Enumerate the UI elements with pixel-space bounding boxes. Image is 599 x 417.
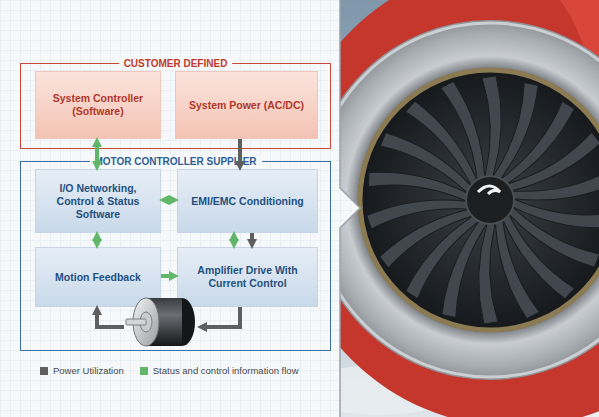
group-heading: CUSTOMER DEFINED [119, 57, 233, 70]
motor-boss [140, 312, 152, 332]
legend-swatch [40, 367, 48, 375]
motor-illustration [126, 298, 195, 346]
customer-group-frame: CUSTOMER DEFINEDSystem Controller (Softw… [20, 63, 331, 149]
process-box: System Controller (Software) [35, 71, 161, 139]
legend-text: Status and control information flow [153, 365, 299, 376]
legend: Power Utilization Status and control info… [40, 365, 315, 376]
feedback-wire [97, 312, 124, 327]
engine-inlet [358, 68, 599, 332]
supplier-group-frame: MOTOR CONTROLLER SUPPLIERI/O Networking,… [20, 161, 331, 351]
power-wire [204, 307, 240, 327]
panel-chevron [340, 0, 360, 417]
process-box: Motion Feedback [35, 247, 161, 307]
process-box: EMI/EMC Conditioning [177, 169, 318, 233]
motor-body [146, 298, 182, 346]
fan-blades [366, 76, 599, 324]
motor-back [169, 298, 195, 346]
nacelle-lip [310, 20, 599, 380]
box-label: I/O Networking, Control & Status Softwar… [43, 182, 153, 221]
control-flow-arrow [161, 274, 172, 278]
box-label: System Controller (Software) [43, 92, 153, 118]
box-label: Amplifier Drive With Current Control [185, 264, 310, 290]
motor-shaft [126, 319, 146, 325]
spinner [466, 176, 514, 224]
fan-ring [360, 70, 599, 330]
control-flow-arrow [166, 198, 172, 202]
process-box: Amplifier Drive With Current Control [177, 247, 318, 307]
motor-face [133, 298, 159, 346]
control-flow-arrow [95, 144, 99, 164]
box-label: Motion Feedback [55, 271, 141, 284]
process-box: System Power (AC/DC) [175, 71, 318, 139]
control-flow-arrow [232, 238, 236, 242]
spinner-swirl [478, 186, 500, 194]
connectors [97, 139, 252, 276]
legend-item: Status and control information flow [140, 365, 299, 376]
legend-item: Power Utilization [40, 365, 124, 376]
legend-swatch [140, 367, 148, 375]
power-arrow [250, 233, 254, 242]
process-box: I/O Networking, Control & Status Softwar… [35, 169, 161, 233]
box-label: EMI/EMC Conditioning [191, 195, 304, 208]
power-arrow [238, 139, 242, 164]
box-label: System Power (AC/DC) [189, 99, 304, 112]
legend-text: Power Utilization [53, 365, 124, 376]
lip-highlight [313, 23, 599, 377]
control-flow-arrow [95, 238, 99, 242]
group-heading: MOTOR CONTROLLER SUPPLIER [89, 155, 261, 168]
